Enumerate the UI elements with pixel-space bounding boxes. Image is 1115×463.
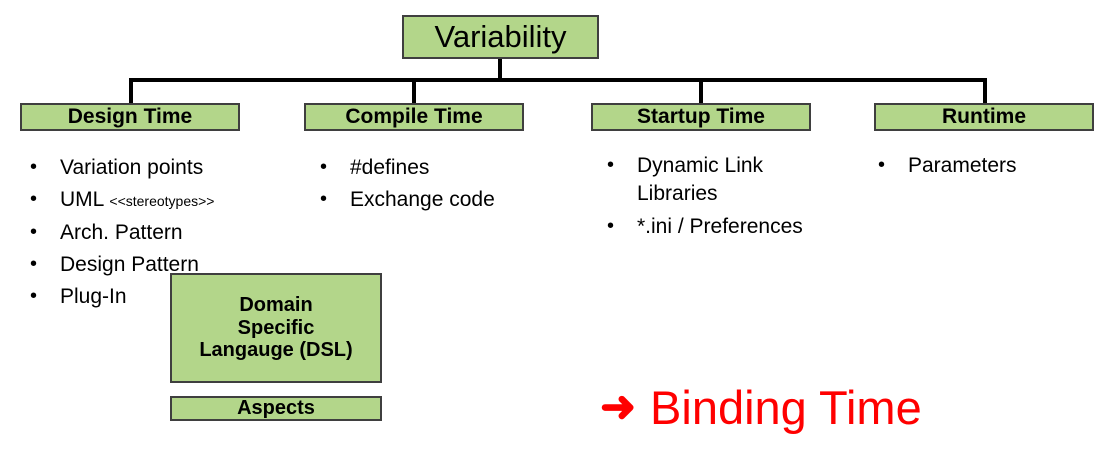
node-compile-time-label: Compile Time bbox=[345, 105, 483, 129]
list-item: • *.ini / Preferences bbox=[607, 213, 862, 241]
list-item: • Parameters bbox=[878, 152, 1098, 180]
bullet-icon: • bbox=[607, 214, 615, 237]
bullet-list-runtime: • Parameters bbox=[878, 152, 1098, 184]
node-startup-time-label: Startup Time bbox=[637, 105, 765, 129]
connector-root-stem bbox=[498, 59, 502, 82]
list-item: • Design Pattern bbox=[30, 251, 310, 279]
list-item-note: <<stereotypes>> bbox=[109, 193, 215, 210]
node-aspects[interactable]: Aspects bbox=[170, 396, 382, 421]
dsl-line-1: Domain bbox=[239, 294, 313, 317]
connector-drop-runtime bbox=[983, 78, 987, 104]
list-item-text: Variation points bbox=[60, 156, 204, 179]
bullet-list-startup-time: • Dynamic Link Libraries • *.ini / Prefe… bbox=[607, 152, 862, 245]
bullet-icon: • bbox=[607, 154, 615, 176]
node-startup-time[interactable]: Startup Time bbox=[591, 103, 811, 131]
list-item: • Dynamic Link Libraries bbox=[607, 152, 862, 209]
connector-drop-startup-time bbox=[699, 78, 703, 104]
list-item: • #defines bbox=[320, 154, 570, 182]
bullet-icon: • bbox=[320, 188, 328, 211]
bullet-icon: • bbox=[30, 188, 38, 211]
list-item: • Plug-In bbox=[30, 283, 310, 311]
list-item-text: #defines bbox=[350, 156, 430, 179]
bullet-icon: • bbox=[30, 253, 38, 276]
node-variability-label: Variability bbox=[434, 18, 567, 54]
node-domain-specific-language[interactable]: Domain Specific Langauge (DSL) bbox=[170, 273, 382, 383]
dsl-line-2: Specific bbox=[237, 316, 315, 339]
node-design-time[interactable]: Design Time bbox=[20, 103, 240, 131]
list-item-text: Plug-In bbox=[60, 285, 127, 309]
bullet-icon: • bbox=[30, 285, 38, 308]
binding-time-callout: ➜ Binding Time bbox=[600, 384, 922, 431]
list-item: • UML <<stereotypes>> bbox=[30, 186, 310, 214]
connector-drop-design-time bbox=[129, 78, 133, 104]
bullet-list-design-time: • Variation points • UML <<stereotypes>>… bbox=[30, 154, 310, 316]
list-item-text: Dynamic Link Libraries bbox=[637, 154, 764, 206]
list-item-text: Arch. Pattern bbox=[60, 220, 183, 244]
list-item: • Exchange code bbox=[320, 186, 570, 214]
bullet-icon: • bbox=[320, 156, 328, 178]
list-item-text: Parameters bbox=[908, 154, 1017, 177]
node-runtime-label: Runtime bbox=[942, 105, 1026, 129]
bullet-list-compile-time: • #defines • Exchange code bbox=[320, 154, 570, 219]
node-runtime[interactable]: Runtime bbox=[874, 103, 1094, 131]
list-item-text: UML bbox=[60, 188, 110, 212]
list-item-text: Design Pattern bbox=[60, 253, 199, 277]
node-variability[interactable]: Variability bbox=[402, 15, 599, 59]
list-item-text: Exchange code bbox=[350, 188, 495, 212]
node-compile-time[interactable]: Compile Time bbox=[304, 103, 524, 131]
node-design-time-label: Design Time bbox=[67, 105, 193, 129]
binding-time-label: Binding Time bbox=[650, 381, 922, 434]
connector-drop-compile-time bbox=[412, 78, 416, 104]
bullet-icon: • bbox=[878, 154, 886, 176]
bullet-icon: • bbox=[30, 220, 38, 243]
list-item: • Arch. Pattern bbox=[30, 219, 310, 247]
list-item-text: *.ini / Preferences bbox=[637, 214, 803, 238]
list-item: • Variation points bbox=[30, 154, 310, 182]
bullet-icon: • bbox=[30, 156, 38, 178]
right-arrow-icon: ➜ bbox=[600, 383, 637, 431]
node-aspects-label: Aspects bbox=[237, 397, 315, 420]
dsl-line-3: Langauge (DSL) bbox=[199, 339, 353, 362]
connector-bus bbox=[129, 78, 987, 82]
